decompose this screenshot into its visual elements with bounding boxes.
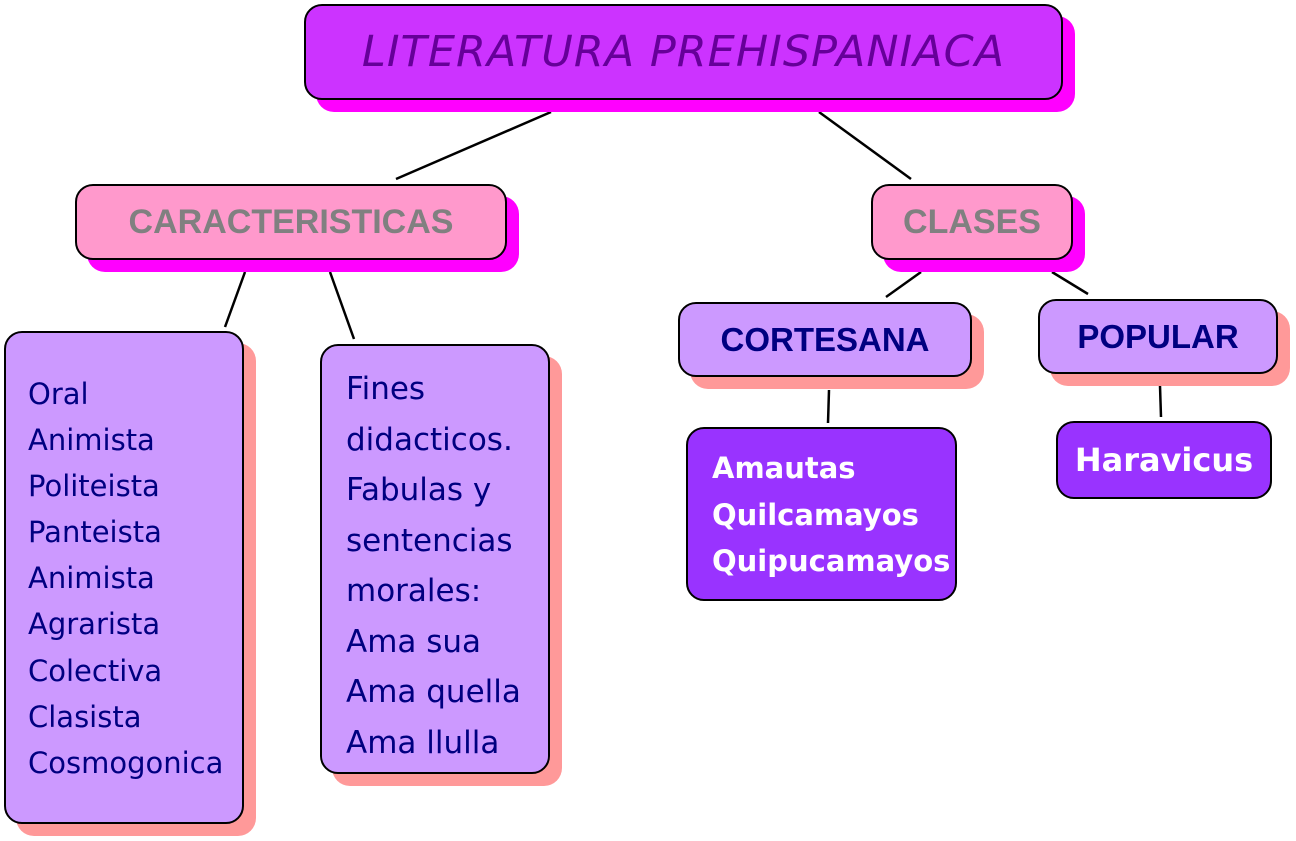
characteristics-list-two: Fines didacticos. Fabulas y sentencias m… (320, 344, 550, 774)
list-item: Animista (28, 561, 155, 596)
characteristics-list-one: Oral Animista Politeista Panteista Animi… (4, 331, 244, 824)
list-item: Animista (28, 423, 155, 458)
list-item: Haravicus (1074, 441, 1254, 479)
list-item: morales: (346, 573, 482, 609)
characteristics-node: CARACTERISTICAS (75, 184, 507, 260)
connector-root-classes (818, 110, 912, 181)
popular-node: POPULAR (1038, 299, 1278, 374)
list-item: Cosmogonica (28, 745, 224, 780)
list-item: Oral (28, 377, 89, 411)
popular-items-node: Haravicus (1056, 421, 1272, 499)
list-item: Clasista (28, 699, 142, 734)
list-item: didacticos. (346, 421, 513, 458)
list-item: Quilcamayos (712, 497, 919, 532)
list-item: Ama sua (346, 623, 482, 660)
root-node: LITERATURA PREHISPANIACA (304, 4, 1063, 100)
list-item: Panteista (28, 515, 162, 550)
cortesana-node: CORTESANA (678, 302, 972, 377)
connector-root-characteristics (395, 110, 552, 181)
connector-characteristics-list-one (223, 271, 247, 328)
list-item: Amautas (712, 451, 856, 485)
list-item: sentencias (346, 522, 513, 559)
list-item: Ama llulla (346, 724, 500, 761)
list-item: Fabulas y (346, 472, 492, 508)
classes-label: CLASES (903, 202, 1041, 241)
list-item: Colectiva (28, 653, 163, 688)
connector-classes-cortesana (885, 270, 922, 299)
connector-classes-popular (1051, 270, 1089, 296)
root-title: LITERATURA PREHISPANIACA (361, 27, 1006, 77)
connector-cortesana-items (826, 389, 831, 424)
cortesana-label: CORTESANA (720, 320, 930, 358)
cortesana-items-node: Amautas Quilcamayos Quipucamayos (686, 427, 957, 601)
list-item: Fines (346, 371, 426, 407)
list-item: Quipucamayos (712, 544, 951, 578)
connector-characteristics-list-two (328, 271, 356, 340)
characteristics-label: CARACTERISTICAS (128, 202, 454, 241)
classes-node: CLASES (871, 184, 1073, 260)
list-item: Ama quella (346, 674, 521, 710)
list-item: Agrarista (28, 607, 161, 642)
popular-label: POPULAR (1077, 317, 1239, 355)
connector-popular-items (1158, 385, 1163, 418)
list-item: Politeista (28, 469, 160, 504)
